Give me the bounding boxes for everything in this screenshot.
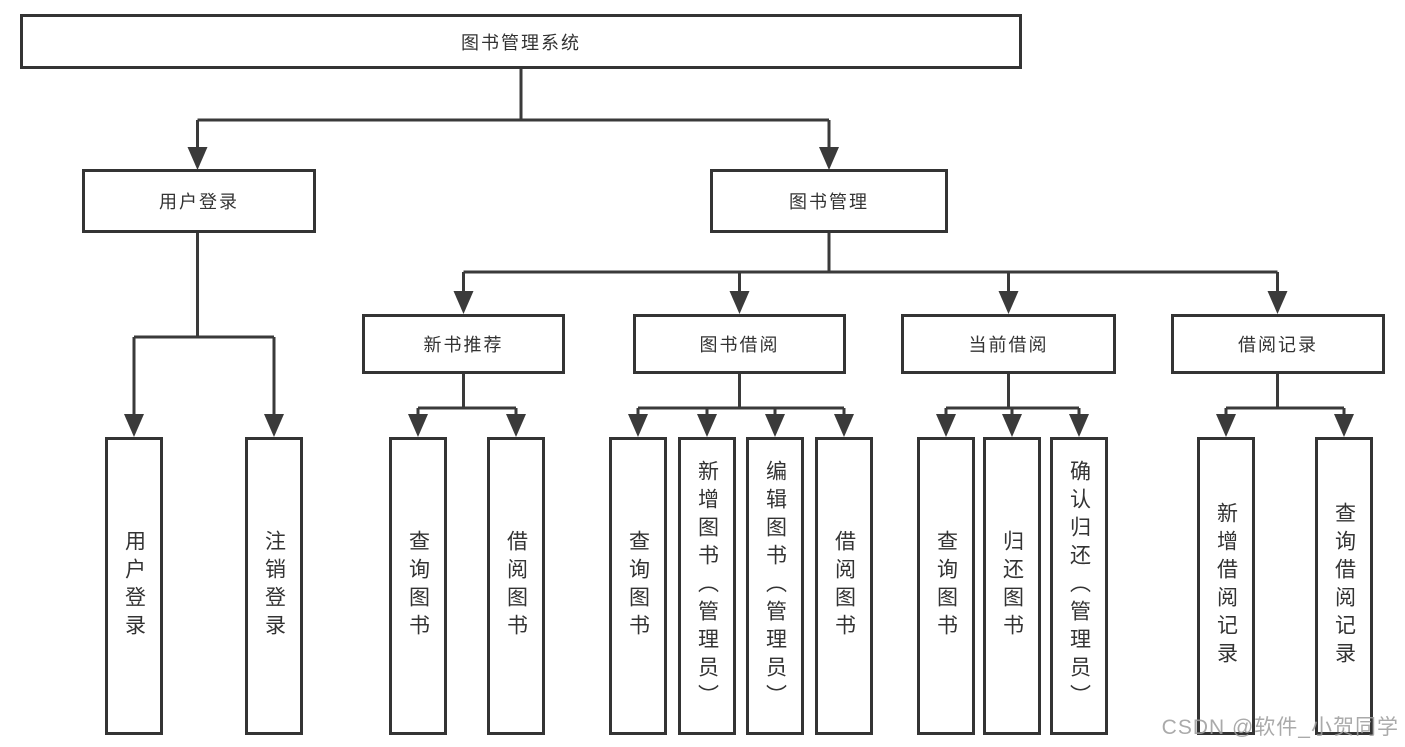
node-label: 查询图书 (934, 530, 958, 642)
node-current-borrowing: 当前借阅 (901, 314, 1116, 374)
leaf-query-borrow-record: 查询借阅记录 (1315, 437, 1373, 735)
node-label: 图书借阅 (699, 335, 780, 355)
node-label: 查询图书 (626, 530, 650, 642)
leaf-add-borrow-record: 新增借阅记录 (1197, 437, 1255, 735)
node-label: 注销登录 (262, 530, 286, 642)
node-label: 查询图书 (406, 530, 430, 642)
leaf-edit-book-admin: 编辑图书（管理员） (746, 437, 804, 735)
node-label: 图书管理系统 (461, 32, 581, 53)
node-label: 归还图书 (1000, 530, 1024, 642)
node-library-management-system: 图书管理系统 (20, 14, 1022, 69)
node-label: 编辑图书（管理员） (763, 460, 787, 712)
node-label: 用户登录 (159, 192, 239, 212)
node-user-login: 用户登录 (82, 169, 316, 233)
leaf-logout: 注销登录 (245, 437, 303, 735)
node-label: 当前借阅 (968, 335, 1049, 355)
node-label: 借阅图书 (832, 530, 856, 642)
leaf-confirm-return-admin: 确认归还（管理员） (1050, 437, 1108, 735)
node-new-book-recommendation: 新书推荐 (362, 314, 565, 374)
node-label: 用户登录 (122, 530, 146, 642)
node-book-management: 图书管理 (710, 169, 948, 233)
node-label: 借阅记录 (1238, 335, 1318, 355)
leaf-query-books-borrow: 查询图书 (609, 437, 667, 735)
node-label: 新增图书（管理员） (695, 460, 719, 712)
node-label: 新增借阅记录 (1214, 502, 1238, 670)
leaf-query-books-current: 查询图书 (917, 437, 975, 735)
leaf-borrow-books: 借阅图书 (815, 437, 873, 735)
csdn-watermark: CSDN @软件_小贺同学 (1161, 716, 1399, 739)
node-label: 确认归还（管理员） (1067, 460, 1091, 712)
leaf-add-book-admin: 新增图书（管理员） (678, 437, 736, 735)
leaf-return-book: 归还图书 (983, 437, 1041, 735)
node-book-borrowing: 图书借阅 (633, 314, 846, 374)
node-label: 查询借阅记录 (1332, 502, 1356, 670)
node-label: 新书推荐 (423, 335, 504, 355)
leaf-borrow-books-recommend: 借阅图书 (487, 437, 545, 735)
leaf-query-books-recommend: 查询图书 (389, 437, 447, 735)
leaf-user-login: 用户登录 (105, 437, 163, 735)
node-borrowing-records: 借阅记录 (1171, 314, 1385, 374)
node-label: 借阅图书 (504, 530, 528, 642)
node-label: 图书管理 (789, 192, 869, 212)
